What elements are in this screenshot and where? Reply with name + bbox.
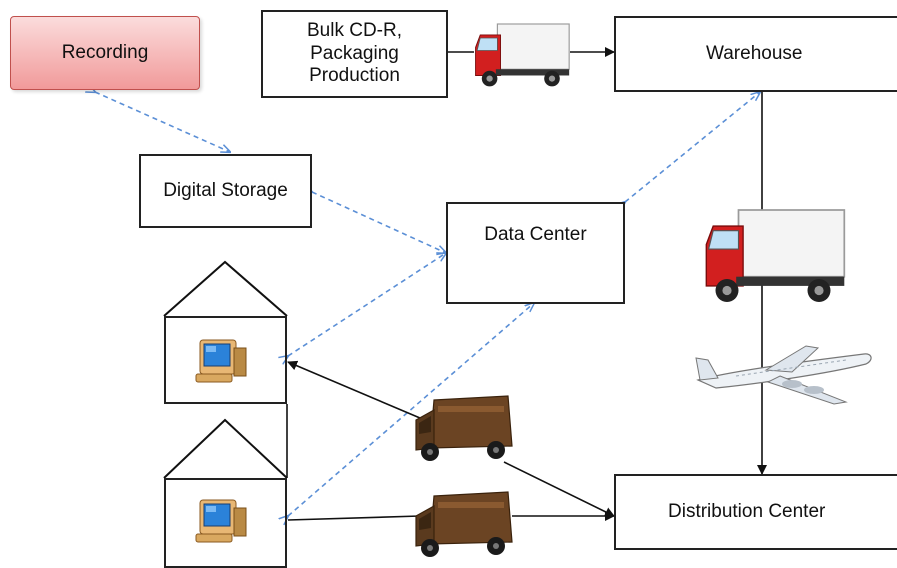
delivery-truck-icon: [705, 209, 846, 303]
house-icon: [163, 418, 288, 479]
brown-delivery-van-icon: [415, 395, 513, 462]
airplane-icon: [695, 345, 872, 405]
bulk-label-line3: Production: [309, 65, 400, 87]
recording-label: Recording: [61, 41, 149, 63]
delivery-truck-icon: [474, 23, 570, 87]
brown-delivery-van-icon: [415, 491, 513, 558]
bulk-label-line1: Bulk CD-R,: [306, 19, 402, 41]
warehouse-label: Warehouse: [706, 42, 803, 64]
dashed-data-links: [95, 92, 760, 516]
house-lower-node: [164, 478, 287, 568]
bulk-production-node: Bulk CD-R, Packaging Production: [261, 10, 448, 98]
distribution-center-node: Distribution Center: [614, 474, 897, 550]
house-icon: [163, 260, 288, 317]
data-center-node: Data Center: [446, 202, 625, 304]
digital-storage-node: Digital Storage: [139, 154, 312, 228]
data-center-label: Data Center: [484, 224, 587, 245]
digital-storage-label: Digital Storage: [163, 179, 288, 201]
house-roofs: [163, 260, 288, 479]
distribution-center-label: Distribution Center: [668, 500, 826, 522]
house-upper-node: [164, 316, 287, 404]
bulk-label-line2: Packaging: [310, 42, 399, 64]
warehouse-node: Warehouse: [614, 16, 897, 92]
recording-node: Recording: [10, 16, 200, 90]
